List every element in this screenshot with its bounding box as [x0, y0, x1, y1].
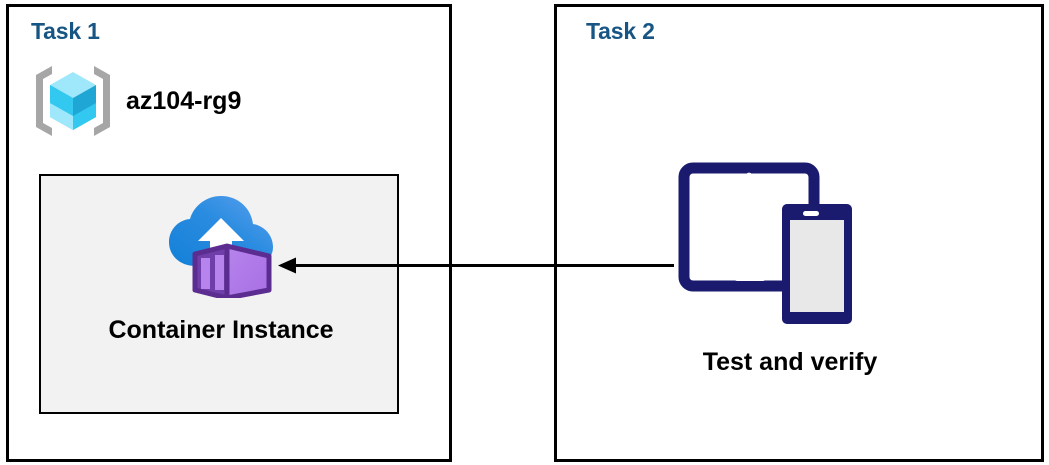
tablet-and-phone-devices-icon	[678, 160, 878, 335]
azure-container-instance-icon	[165, 194, 277, 301]
azure-resource-group-icon	[30, 62, 116, 140]
test-and-verify-label: Test and verify	[702, 348, 878, 376]
resource-group-name: az104-rg9	[126, 86, 242, 115]
container-instance-label: Container Instance	[108, 316, 334, 344]
test-and-verify-group: Test and verify	[670, 160, 890, 390]
task-1-title: Task 1	[31, 18, 100, 44]
container-instance-card: Container Instance	[39, 174, 399, 414]
resource-group-row: az104-rg9	[30, 62, 310, 142]
task-2-title: Task 2	[586, 18, 655, 44]
